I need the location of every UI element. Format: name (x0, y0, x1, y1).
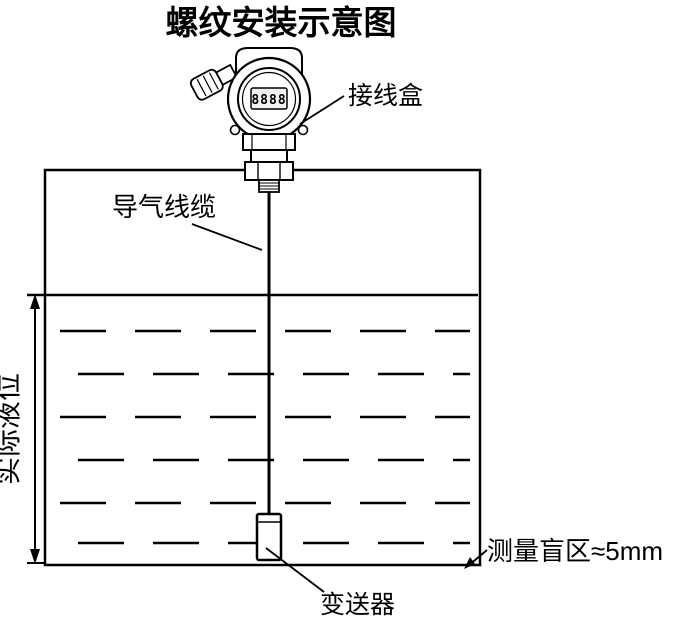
arrow-up-icon (30, 294, 40, 309)
liquid-dashes (60, 329, 470, 545)
junction-box-callout: 接线盒 (299, 82, 423, 125)
probe-callout: 变送器 (265, 547, 395, 619)
level-dimension: 实际液位 (0, 294, 46, 564)
tank-outline (43, 168, 482, 567)
probe (255, 512, 283, 562)
lcd-display (250, 87, 288, 110)
transmitter-head: 8888 (189, 47, 312, 193)
leader-line (191, 223, 263, 251)
probe-body (255, 512, 283, 562)
bolt-icon (229, 124, 241, 136)
bolt-icon (297, 124, 309, 136)
housing-neck (250, 149, 288, 163)
blind-zone-label: 测量盲区≈5mm (487, 536, 663, 566)
probe-label: 变送器 (320, 591, 395, 619)
gland-ridge (196, 78, 207, 97)
lcd-value: 8888 (251, 93, 286, 108)
actual-level-label: 实际液位 (0, 373, 23, 485)
hex-nut (244, 161, 294, 181)
air-cable-callout: 导气线缆 (112, 192, 263, 251)
housing-flange (242, 133, 296, 151)
arrow-left-icon (464, 557, 475, 569)
junction-box-label: 接线盒 (348, 82, 423, 110)
gland-ridge (208, 72, 219, 90)
leader-line (299, 95, 345, 125)
blind-zone-callout: 测量盲区≈5mm (464, 536, 663, 569)
gland-body (189, 68, 224, 101)
tank (43, 168, 482, 567)
leader-line (265, 547, 325, 593)
arrow-down-icon (30, 549, 40, 564)
air-cable-label: 导气线缆 (112, 192, 216, 222)
diagram-title: 螺纹安装示意图 (166, 4, 397, 41)
gland-ridge (202, 75, 213, 93)
